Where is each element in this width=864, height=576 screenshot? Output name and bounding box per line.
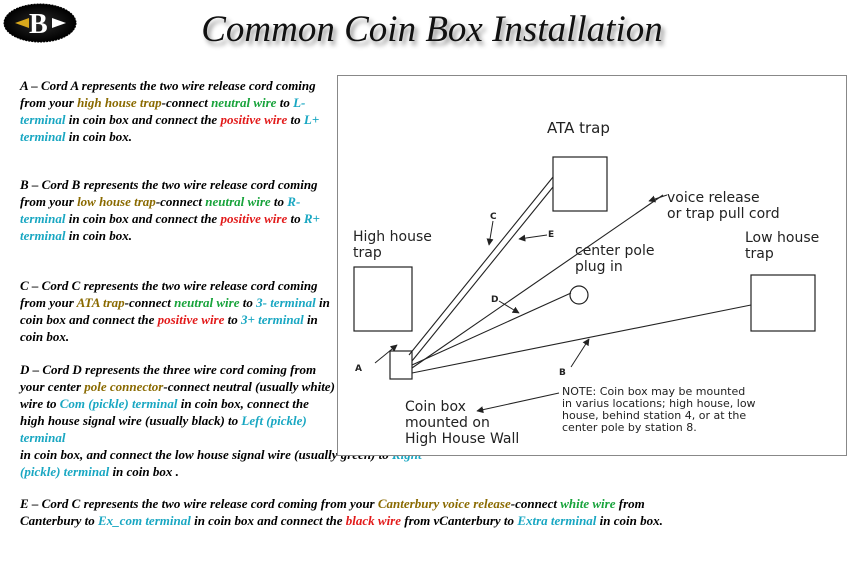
paragraph-cord-e: E – Cord C represents the two wire relea… bbox=[20, 496, 663, 528]
note-line-2: in varius locations; high house, low bbox=[562, 397, 756, 410]
label-high-house: High house bbox=[353, 229, 432, 245]
paragraph-cord-c: C – Cord C represents the two wire relea… bbox=[20, 278, 330, 344]
high-house-trap-box bbox=[353, 266, 413, 332]
diagram-frame bbox=[337, 75, 847, 456]
label-ata-trap: ATA trap bbox=[547, 119, 610, 137]
label-mounted-on: mounted on bbox=[405, 415, 490, 431]
arrow-c bbox=[486, 220, 494, 246]
page-title: Common Coin Box Installation bbox=[201, 9, 663, 50]
label-coin-box: Coin box bbox=[405, 399, 466, 415]
note-line-4: center pole by station 8. bbox=[562, 421, 697, 434]
arrow-b bbox=[570, 338, 590, 368]
wiring-diagram: A B C D E ATA trap voice release or trap… bbox=[337, 75, 847, 456]
label-cord-b: B bbox=[559, 368, 566, 378]
label-cord-e: E bbox=[548, 230, 554, 240]
arrow-d bbox=[498, 300, 520, 314]
logo-letter: B bbox=[29, 9, 48, 40]
label-cord-a: A bbox=[355, 364, 362, 374]
label-plug-in: plug in bbox=[575, 259, 623, 275]
cord-e-line bbox=[411, 194, 664, 369]
paragraph-cord-b: B – Cord B represents the two wire relea… bbox=[20, 177, 320, 243]
label-cord-d: D bbox=[491, 295, 498, 305]
cord-c-line-1 bbox=[408, 176, 554, 356]
paragraph-cord-d: D – Cord D represents the three wire cor… bbox=[20, 362, 422, 479]
company-logo: B bbox=[3, 3, 77, 43]
arrow-coin-box bbox=[476, 392, 560, 414]
cord-d-line bbox=[411, 292, 572, 366]
cord-c-line-2 bbox=[411, 186, 554, 362]
cord-b-line bbox=[411, 304, 752, 374]
center-pole-plug bbox=[569, 285, 589, 305]
note-line-3: house, behind station 4, or at the bbox=[562, 409, 746, 422]
label-high-house-trap: trap bbox=[353, 245, 382, 261]
ata-trap-box bbox=[552, 156, 608, 212]
label-voice-release: voice release bbox=[667, 190, 760, 206]
label-cord-c: C bbox=[490, 212, 497, 222]
coin-box bbox=[389, 350, 413, 380]
label-low-house: Low house bbox=[745, 230, 819, 246]
paragraph-cord-a: A – Cord A represents the two wire relea… bbox=[20, 78, 320, 144]
arrow-a bbox=[374, 344, 398, 364]
label-high-house-wall: High House Wall bbox=[405, 431, 519, 447]
low-house-trap-box bbox=[750, 274, 816, 332]
label-low-house-trap: trap bbox=[745, 246, 774, 262]
arrow-e bbox=[518, 234, 548, 242]
note-line-1: NOTE: Coin box may be mounted bbox=[562, 385, 745, 398]
label-center-pole: center pole bbox=[575, 243, 654, 259]
label-trap-pull-cord: or trap pull cord bbox=[667, 206, 780, 222]
arrow-voice-release bbox=[648, 194, 668, 203]
